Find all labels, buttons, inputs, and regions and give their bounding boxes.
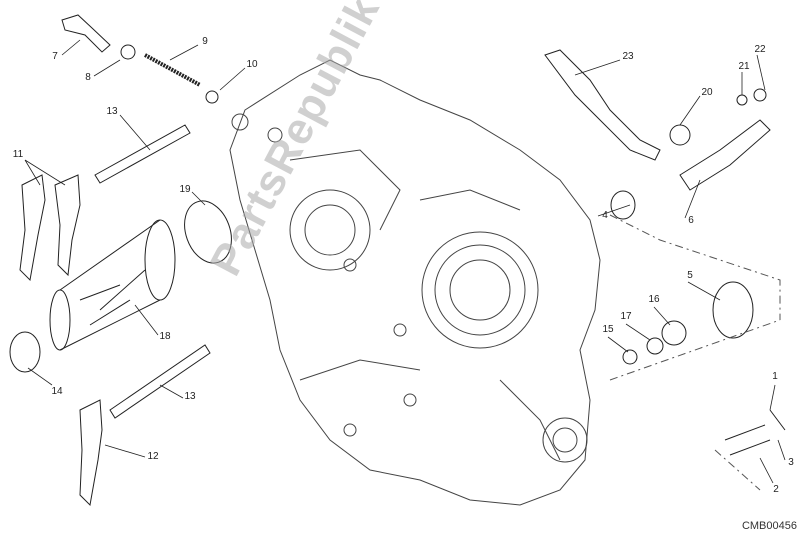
diagram-code: CMB00456 [741,520,797,532]
callout-2: 2 [773,484,779,495]
callout-20: 20 [701,87,713,98]
leader-lines [24,39,786,484]
shift-pin-spring [61,14,219,104]
callout-16: 16 [648,294,660,305]
fork-shafts [94,124,211,419]
callout-19: 19 [179,184,191,195]
callout-4: 4 [602,210,608,221]
callout-12: 12 [147,451,159,462]
callout-3: 3 [788,457,794,468]
o-ring-19 [184,200,232,264]
callout-23: 23 [622,51,634,62]
callout-8: 8 [85,72,91,83]
guide-lines [609,214,781,491]
callout-7: 7 [52,51,58,62]
callout-13-upper: 13 [106,106,118,117]
callout-13-lower: 13 [184,391,196,402]
callout-17: 17 [620,311,632,322]
callout-9: 9 [202,36,208,47]
shift-lever-parts [544,49,786,456]
callout-1: 1 [772,371,778,382]
callout-5: 5 [687,270,693,281]
callout-11: 11 [12,149,24,160]
callout-18: 18 [159,331,171,342]
shift-forks [19,174,103,507]
shift-drum [49,219,176,351]
callout-22: 22 [754,44,766,55]
crankcase-half [229,59,601,506]
callout-14: 14 [51,386,63,397]
callout-6: 6 [688,215,694,226]
callout-15: 15 [602,324,614,335]
o-ring-14 [9,331,41,373]
callout-21: 21 [738,61,750,72]
callout-10: 10 [246,59,258,70]
